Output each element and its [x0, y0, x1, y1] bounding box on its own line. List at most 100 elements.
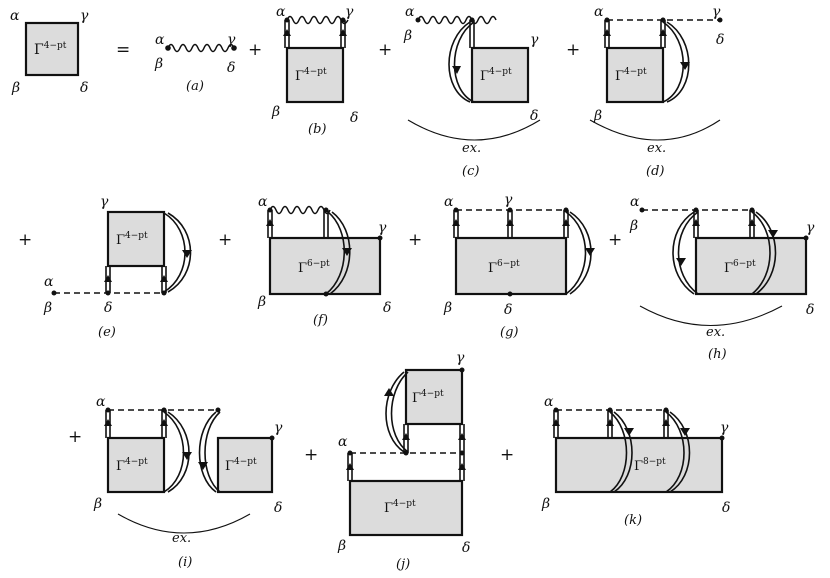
svg-text:Γ4−pt: Γ4−pt: [615, 67, 647, 84]
caption-c: (c): [462, 164, 479, 179]
alpha-label: α: [544, 394, 554, 410]
delta-label: δ: [504, 302, 512, 318]
caption-b: (b): [308, 122, 326, 137]
gamma-label: γ: [504, 192, 513, 208]
plus-sign: +: [378, 40, 392, 60]
svg-text:Γ6−pt: Γ6−pt: [724, 259, 756, 276]
alpha-label: α: [10, 8, 20, 24]
delta-label: δ: [274, 500, 282, 516]
plus-sign: +: [218, 230, 232, 250]
beta-label: β: [593, 108, 602, 124]
beta-label: β: [11, 80, 20, 96]
delta-label: δ: [806, 302, 814, 318]
caption-f: (f): [313, 313, 328, 328]
plus-sign: +: [304, 445, 318, 465]
alpha-label: α: [630, 194, 640, 210]
gamma-4pt-label: Γ4−pt: [34, 41, 67, 58]
exchange-label: ex.: [647, 141, 666, 156]
beta-label: β: [629, 218, 638, 234]
delta-label: δ: [80, 80, 88, 96]
exchange-label: ex.: [706, 325, 725, 340]
alpha-label: α: [405, 4, 415, 20]
exchange-label: ex.: [462, 141, 481, 156]
beta-label: β: [43, 300, 52, 316]
delta-label: δ: [383, 300, 391, 316]
caption-e: (e): [98, 325, 116, 340]
plus-sign: +: [18, 230, 32, 250]
svg-text:Γ4−pt: Γ4−pt: [412, 389, 444, 406]
plus-sign: +: [408, 230, 422, 250]
gamma-label: γ: [274, 420, 283, 436]
caption-g: (g): [500, 325, 518, 340]
beta-label: β: [154, 56, 163, 72]
alpha-label: α: [444, 194, 454, 210]
gamma-label: γ: [720, 420, 729, 436]
caption-a: (a): [186, 79, 204, 94]
diagram-k: Γ8−pt α γ β δ (k): [541, 394, 730, 528]
delta-label: δ: [350, 110, 358, 126]
caption-j: (j): [396, 557, 410, 572]
gamma-label: γ: [227, 32, 236, 48]
gamma-label: γ: [806, 220, 815, 236]
plus-sign: +: [248, 40, 262, 60]
diagram-i: Γ4−pt Γ4−pt α γ β δ ex. (i): [93, 394, 283, 570]
gamma-label: γ: [80, 8, 89, 24]
beta-label: β: [271, 104, 280, 120]
alpha-label: α: [338, 434, 348, 450]
diagram-g: Γ6−pt α γ β δ (g): [443, 192, 595, 340]
delta-label: δ: [104, 300, 112, 316]
svg-text:Γ8−pt: Γ8−pt: [634, 457, 666, 474]
alpha-label: α: [155, 32, 165, 48]
equals-sign: =: [116, 40, 130, 60]
gamma-label: γ: [530, 32, 539, 48]
caption-h: (h): [708, 347, 727, 362]
svg-text:Γ4−pt: Γ4−pt: [295, 67, 327, 84]
alpha-label: α: [594, 4, 604, 20]
beta-label: β: [443, 300, 452, 316]
gamma-label: γ: [378, 220, 387, 236]
alpha-label: α: [44, 274, 54, 290]
diagram-b: Γ4−pt α γ β δ (b): [271, 4, 358, 137]
diagram-h: Γ6−pt α β γ δ ex. (h): [629, 194, 815, 362]
alpha-label: α: [258, 194, 268, 210]
gamma-label: γ: [712, 4, 721, 20]
beta-label: β: [403, 28, 412, 44]
svg-text:Γ4−pt: Γ4−pt: [384, 499, 416, 516]
svg-text:Γ4−pt: Γ4−pt: [116, 231, 148, 248]
caption-d: (d): [646, 164, 664, 179]
caption-i: (i): [178, 555, 192, 570]
svg-text:Γ6−pt: Γ6−pt: [488, 259, 520, 276]
svg-text:Γ4−pt: Γ4−pt: [116, 457, 148, 474]
gamma-label: γ: [345, 4, 354, 20]
diagram-f: Γ6−pt α γ β δ (f): [257, 194, 391, 328]
svg-text:Γ6−pt: Γ6−pt: [298, 259, 330, 276]
alpha-label: α: [96, 394, 106, 410]
alpha-label: α: [276, 4, 286, 20]
diagram-d: Γ4−pt α γ δ β ex. (d): [589, 4, 724, 179]
plus-sign: +: [608, 230, 622, 250]
delta-label: δ: [530, 108, 538, 124]
beta-label: β: [337, 538, 346, 554]
gamma-label: γ: [456, 350, 465, 366]
plus-sign: +: [566, 40, 580, 60]
beta-label: β: [541, 496, 550, 512]
diagram-j: Γ4−pt Γ4−pt α γ β δ (j): [337, 350, 470, 572]
delta-label: δ: [716, 32, 724, 48]
caption-k: (k): [624, 513, 642, 528]
gamma-label: γ: [100, 194, 109, 210]
svg-text:Γ4−pt: Γ4−pt: [480, 67, 512, 84]
delta-label: δ: [462, 540, 470, 556]
lhs-vertex: Γ4−pt α γ β δ: [10, 8, 89, 96]
diagram-e: Γ4−pt γ α β δ (e): [43, 194, 192, 340]
plus-sign: +: [68, 427, 82, 447]
diagram-c: Γ4−pt α β γ δ ex. (c): [403, 4, 541, 179]
delta-label: δ: [227, 60, 235, 76]
plus-sign: +: [500, 445, 514, 465]
beta-label: β: [93, 496, 102, 512]
exchange-label: ex.: [172, 531, 191, 546]
delta-label: δ: [722, 500, 730, 516]
svg-text:Γ4−pt: Γ4−pt: [225, 457, 257, 474]
diagram-a: α β γ δ (a): [154, 32, 237, 94]
